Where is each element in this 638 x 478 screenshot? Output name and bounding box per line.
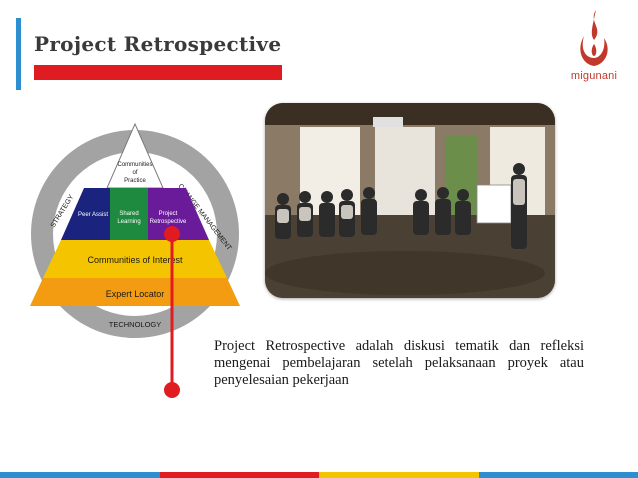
migunani-logo-icon <box>580 10 608 66</box>
project-retrospective-cell <box>148 188 209 240</box>
expert-locator-band <box>30 278 240 306</box>
title-underline <box>34 65 282 80</box>
knowledge-pyramid-diagram: STRATEGY CHANGE MANAGEMENT TECHNOLOGY Co… <box>30 122 240 338</box>
communities-of-interest-label: Communities of Interest <box>87 255 183 265</box>
shared-learning-cell <box>110 188 148 240</box>
logo-text: migunani <box>570 70 618 82</box>
retrospective-meeting-photo <box>265 103 555 298</box>
communities-of-interest-band <box>43 240 227 278</box>
bottom-color-stripe <box>0 472 638 478</box>
pointer-bottom-dot <box>164 382 180 398</box>
title-accent-bar <box>16 18 21 90</box>
top-label-line1: Communities <box>117 162 152 168</box>
project-label-line1: Project <box>159 211 178 217</box>
pointer-top-dot <box>164 226 180 242</box>
pointer-connector <box>164 226 180 398</box>
description-text: Project Retrospective adalah diskusi tem… <box>214 338 584 388</box>
expert-locator-label: Expert Locator <box>106 289 165 299</box>
slide-title: Project Retrospective <box>34 32 282 56</box>
shared-label-line1: Shared <box>119 211 138 217</box>
project-label-line2: Retrospective <box>150 219 187 225</box>
peer-assist-cell <box>61 188 110 240</box>
top-label-line3: Practice <box>124 178 146 184</box>
ring-label-technology: TECHNOLOGY <box>109 320 162 329</box>
peer-assist-label: Peer Assist <box>78 212 108 218</box>
shared-label-line2: Learning <box>117 219 140 225</box>
top-label-line2: of <box>132 170 137 176</box>
